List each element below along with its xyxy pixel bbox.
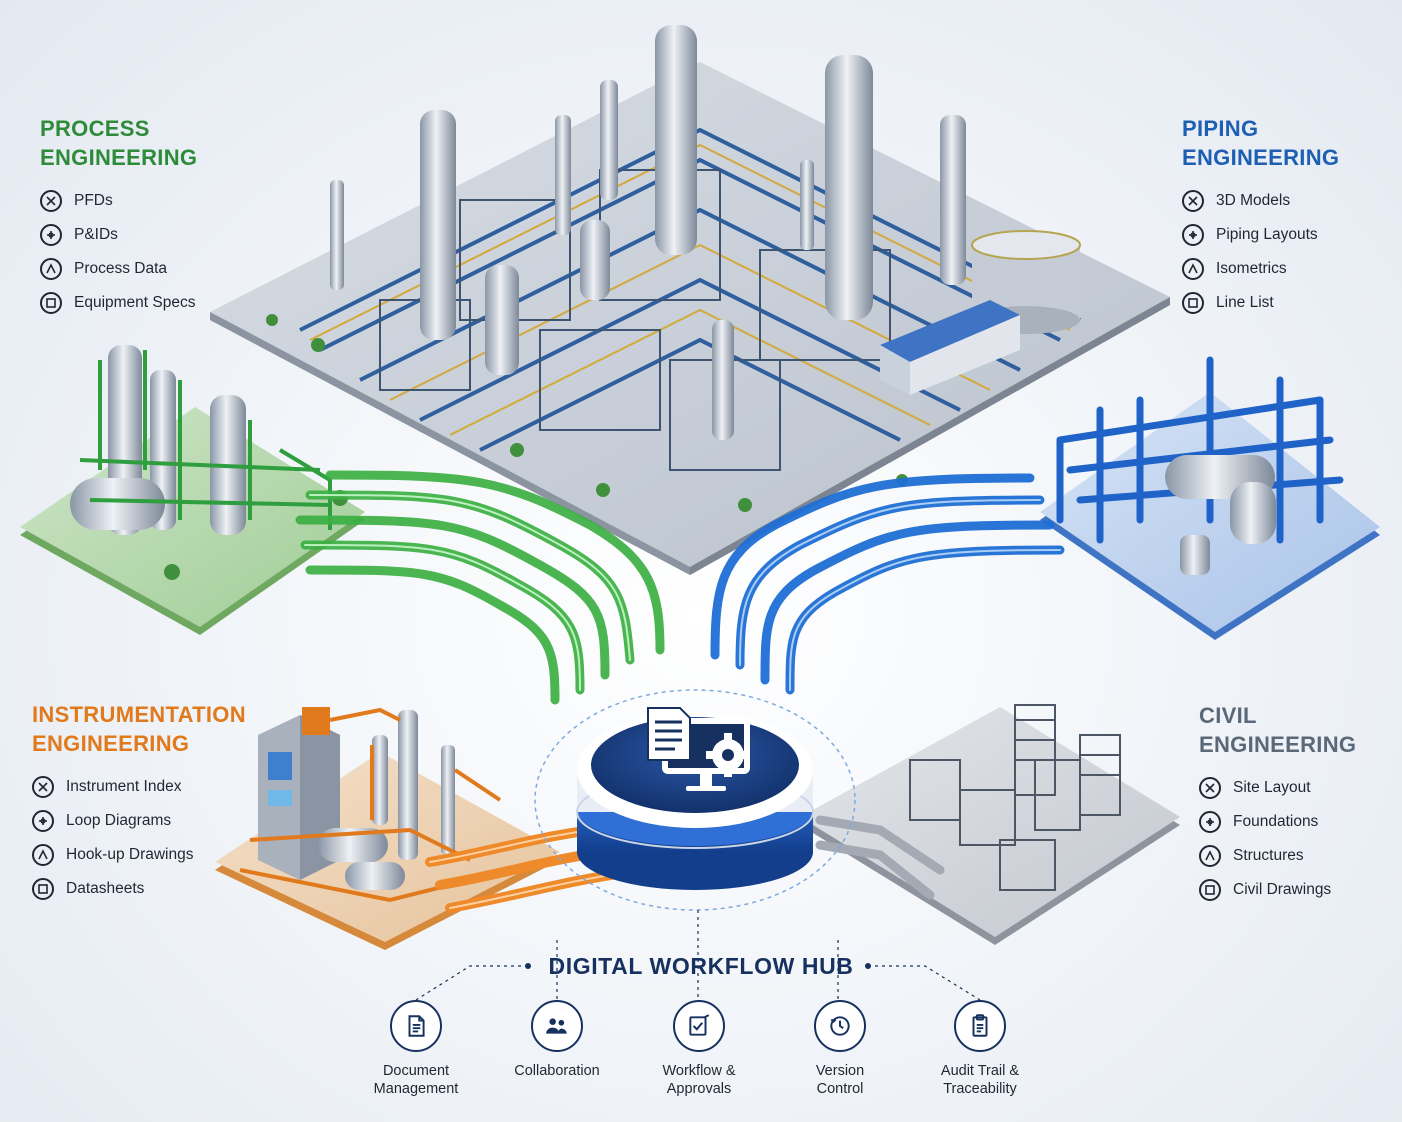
pid-icon xyxy=(40,224,62,246)
list-item: Structures xyxy=(1199,839,1356,873)
feature-label: Collaboration xyxy=(514,1063,600,1079)
civil-module-illustration xyxy=(800,704,1180,945)
structure-icon xyxy=(1199,845,1221,867)
green-flow-pipes xyxy=(295,470,665,705)
list-item: Civil Drawings xyxy=(1199,873,1356,907)
loop-diagram-icon xyxy=(32,810,54,832)
connector-dot-right xyxy=(865,963,871,969)
piping-module-illustration xyxy=(1040,356,1380,640)
monitor-document-gear-icon xyxy=(647,707,750,791)
hub-title: DIGITAL WORKFLOW HUB xyxy=(548,953,854,979)
distillation-towers xyxy=(330,25,966,440)
piping-layout-icon xyxy=(1182,224,1204,246)
item-label: Process Data xyxy=(74,260,168,277)
item-label: 3D Models xyxy=(1216,192,1291,209)
item-label: Piping Layouts xyxy=(1216,226,1318,243)
collaboration-icon xyxy=(531,1000,583,1052)
connector-dot-left xyxy=(525,963,531,969)
list-item: Instrument Index xyxy=(32,770,246,804)
item-label: Hook-up Drawings xyxy=(66,846,194,863)
list-item: Isometrics xyxy=(1182,252,1339,286)
instrumentation-engineering-panel: INSTRUMENTATION ENGINEERING Instrument I… xyxy=(32,700,246,906)
warehouse-building xyxy=(880,300,1020,395)
item-label: Site Layout xyxy=(1233,779,1311,796)
feature-workflow-approvals: Workflow & Approvals xyxy=(624,1000,774,1098)
feature-collaboration: Collaboration xyxy=(482,1000,632,1080)
panel-title: CIVIL ENGINEERING xyxy=(1199,703,1357,757)
item-label: Loop Diagrams xyxy=(66,812,172,829)
line-list-icon xyxy=(1182,292,1204,314)
equipment-specs-icon xyxy=(40,292,62,314)
foundation-icon xyxy=(1199,811,1221,833)
list-item: PFDs xyxy=(40,184,197,218)
process-module-illustration xyxy=(20,345,365,635)
item-label: Foundations xyxy=(1233,813,1319,830)
cube-icon xyxy=(1182,190,1204,212)
list-item: 3D Models xyxy=(1182,184,1339,218)
document-icon xyxy=(390,1000,442,1052)
feature-label: Audit Trail & Traceability xyxy=(940,1063,1020,1097)
panel-title: PROCESS ENGINEERING xyxy=(40,116,198,170)
feature-label: Version Control xyxy=(815,1063,865,1097)
item-label: Instrument Index xyxy=(66,778,182,795)
civil-drawing-icon xyxy=(1199,879,1221,901)
datasheet-icon xyxy=(32,878,54,900)
item-label: Isometrics xyxy=(1216,260,1287,277)
isometric-icon xyxy=(1182,258,1204,280)
feature-document-management: Document Management xyxy=(341,1000,491,1098)
feature-label: Workflow & Approvals xyxy=(662,1063,736,1097)
item-label: Equipment Specs xyxy=(74,294,196,311)
list-item: Site Layout xyxy=(1199,771,1356,805)
instrumentation-module-illustration xyxy=(215,707,560,950)
list-item: Equipment Specs xyxy=(40,286,197,320)
process-data-icon xyxy=(40,258,62,280)
list-item: Line List xyxy=(1182,286,1339,320)
version-control-icon xyxy=(814,1000,866,1052)
list-item: Foundations xyxy=(1199,805,1356,839)
blue-flow-pipes xyxy=(710,473,1065,695)
panel-title: PIPING ENGINEERING xyxy=(1182,116,1340,170)
site-layout-icon xyxy=(1199,777,1221,799)
audit-trail-icon xyxy=(954,1000,1006,1052)
feature-version-control: Version Control xyxy=(765,1000,915,1098)
list-item: Piping Layouts xyxy=(1182,218,1339,252)
pfd-icon xyxy=(40,190,62,212)
list-item: Loop Diagrams xyxy=(32,804,246,838)
feature-audit-trail: Audit Trail & Traceability xyxy=(905,1000,1055,1098)
instrument-index-icon xyxy=(32,776,54,798)
digital-workflow-hub-platform xyxy=(534,689,856,911)
list-item: Datasheets xyxy=(32,872,246,906)
item-label: Structures xyxy=(1233,847,1304,864)
workflow-approval-icon xyxy=(673,1000,725,1052)
item-label: Datasheets xyxy=(66,880,145,897)
item-label: PFDs xyxy=(74,192,113,209)
list-item: P&IDs xyxy=(40,218,197,252)
list-item: Process Data xyxy=(40,252,197,286)
feature-connectors xyxy=(415,910,981,1001)
horizontal-vessel xyxy=(70,478,165,530)
list-item: Hook-up Drawings xyxy=(32,838,246,872)
feature-label: Document Management xyxy=(373,1063,459,1097)
item-label: P&IDs xyxy=(74,226,118,243)
item-label: Civil Drawings xyxy=(1233,881,1332,898)
hookup-drawing-icon xyxy=(32,844,54,866)
panel-title: INSTRUMENTATION ENGINEERING xyxy=(32,702,246,756)
item-label: Line List xyxy=(1216,294,1274,311)
